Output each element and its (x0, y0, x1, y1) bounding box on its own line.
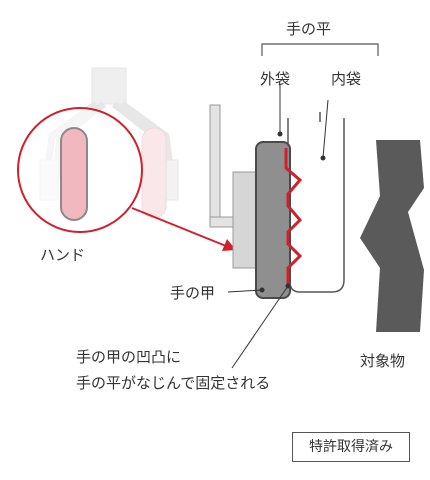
back-of-hand-body (255, 141, 291, 299)
caption-line-2: 手の平がなじんで固定される (76, 374, 271, 392)
hand-right-finger (141, 127, 167, 219)
back-of-hand-label: 手の甲 (170, 284, 216, 302)
back-of-hand-leader (227, 289, 263, 293)
inner-bag-label: 内袋 (331, 70, 362, 88)
hand-right-arm (111, 101, 178, 197)
hand-label: ハンド (40, 246, 86, 264)
palm-bracket (261, 43, 379, 56)
outer-bag-label: 外袋 (260, 70, 291, 88)
hand-left-finger (60, 127, 88, 221)
caption-line-1: 手の甲の凹凸に (76, 348, 182, 366)
zoom-arrow-line (131, 207, 227, 247)
hand-right-joint (159, 159, 179, 201)
hand-top-block (91, 67, 127, 105)
palm-zigzag (284, 148, 303, 284)
target-object-label: 対象物 (360, 352, 406, 370)
inner-bag-outline (289, 112, 345, 293)
patent-badge: 特許取得済み (292, 432, 410, 462)
caption-leader (231, 285, 289, 369)
palm-label: 手の平 (286, 20, 332, 38)
gripper-plate (209, 104, 221, 228)
inner-bag-leader (322, 99, 329, 159)
target-object-shape (360, 140, 424, 332)
